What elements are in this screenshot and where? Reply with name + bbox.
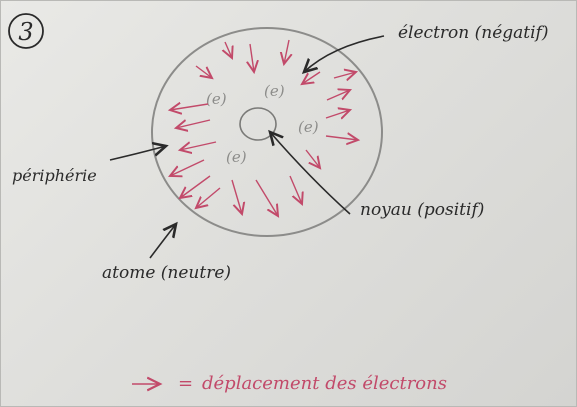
pointer-arrows [110, 36, 384, 258]
legend-equals: = [178, 373, 193, 394]
electrons: (e) (e) (e) (e) [206, 82, 319, 166]
red-arrow [232, 180, 242, 214]
red-arrow [327, 90, 350, 100]
red-arrow [284, 40, 289, 64]
red-arrow [326, 136, 358, 140]
label-peripherie: périphérie [12, 166, 97, 185]
legend: = déplacement des électrons [132, 373, 447, 394]
red-arrow [326, 110, 350, 118]
electron-displacement-arrows [170, 40, 358, 216]
nucleus [240, 108, 276, 140]
figure-number: 3 [9, 14, 43, 48]
red-arrow [180, 176, 210, 198]
atome-pointer [150, 224, 176, 258]
red-arrow [180, 142, 216, 150]
red-arrow [334, 72, 356, 78]
red-arrow [196, 188, 220, 208]
label-noyau: noyau (positif) [360, 200, 484, 220]
legend-text: déplacement des électrons [202, 373, 447, 394]
atom-outline [152, 28, 382, 236]
red-arrow [196, 66, 212, 78]
electron-4: (e) [226, 148, 247, 166]
electron-1: (e) [206, 90, 227, 108]
red-arrow [225, 42, 232, 58]
label-electron: électron (négatif) [398, 23, 548, 43]
red-arrow [256, 180, 278, 216]
nucleus-pointer [270, 132, 350, 214]
red-arrow [290, 176, 302, 204]
red-arrow [306, 150, 320, 168]
red-arrow [302, 72, 320, 84]
red-arrow [170, 160, 204, 176]
label-atome: atome (neutre) [102, 263, 231, 283]
red-arrow [176, 120, 210, 128]
peripherie-pointer [110, 146, 166, 160]
electron-2: (e) [264, 82, 285, 100]
red-arrow [250, 44, 254, 72]
red-arrow [170, 104, 208, 110]
electron-3: (e) [298, 118, 319, 136]
figure-number-text: 3 [18, 18, 33, 46]
